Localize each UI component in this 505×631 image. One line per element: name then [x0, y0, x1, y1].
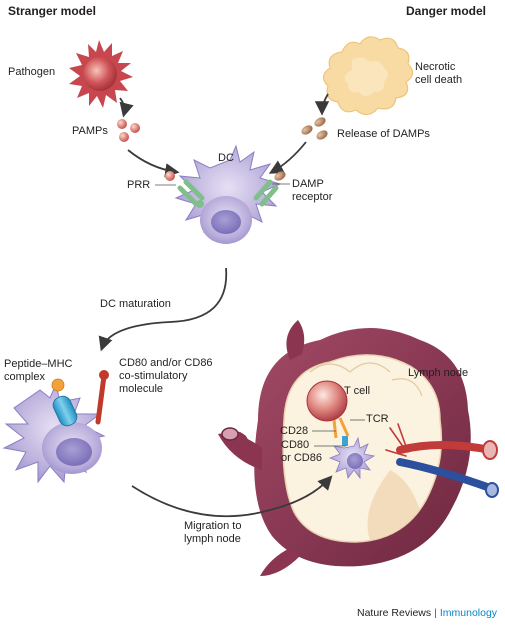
- leader-lines-top: [155, 183, 290, 186]
- migration-arrow: [131, 475, 333, 518]
- release-of-damps-label: Release of DAMPs: [337, 128, 430, 140]
- tcr-label: TCR: [366, 413, 389, 425]
- dendritic-cell-lymph: [328, 436, 376, 480]
- t-cell-label: T cell: [344, 385, 371, 397]
- leader-lines-node: [312, 419, 365, 447]
- t-cell-icon: [306, 380, 348, 422]
- necrotic-cell-icon: [322, 36, 414, 116]
- dendritic-cell-mature: [2, 370, 109, 484]
- dc-nucleus: [211, 210, 241, 234]
- blood-vessels: [385, 423, 494, 492]
- dendritic-cell-top: [165, 144, 286, 244]
- peptide-mhc-icon: [51, 378, 78, 427]
- dc-label: DC: [218, 152, 234, 164]
- pamps-icon: [117, 119, 140, 142]
- co-stimulatory-label: CD80 and/or CD86 co-stimulatory molecule: [119, 357, 213, 395]
- lymph-node: [218, 320, 499, 576]
- pamps-label: PAMPs: [72, 125, 108, 137]
- cd80-cd86-icon: [95, 370, 109, 425]
- prr-receptor-icon: [165, 171, 205, 208]
- migration-label: Migration to lymph node: [184, 520, 242, 545]
- stranger-model-title: Stranger model: [8, 4, 97, 18]
- footer: Nature Reviews|Immunology: [357, 607, 497, 619]
- lymph-node-label: Lymph node: [408, 367, 469, 379]
- prr-label: PRR: [127, 179, 151, 191]
- damp-receptor-label: DAMP receptor: [292, 178, 333, 203]
- damps-icon: [301, 117, 328, 140]
- pathogen-icon: [69, 40, 133, 108]
- necrotic-cell-death-label: Necrotic cell death: [415, 61, 463, 86]
- arrows-top: [119, 93, 330, 178]
- pathogen-label: Pathogen: [8, 66, 56, 78]
- damp-receptor-icon: [253, 171, 286, 207]
- cd80-cd86-label: CD80 or CD86: [281, 439, 322, 464]
- tcr-cd28-icon: [332, 417, 350, 446]
- dc-maturation-arrow: [98, 267, 228, 352]
- footer-subject: Immunology: [439, 607, 498, 619]
- footer-separator: |: [434, 607, 437, 619]
- dc-maturation-label: DC maturation: [100, 298, 171, 310]
- cd28-label: CD28: [280, 425, 309, 437]
- peptide-mhc-label: Peptide–MHC complex: [4, 358, 73, 383]
- footer-journal: Nature Reviews: [357, 607, 432, 619]
- danger-model-title: Danger model: [406, 4, 487, 18]
